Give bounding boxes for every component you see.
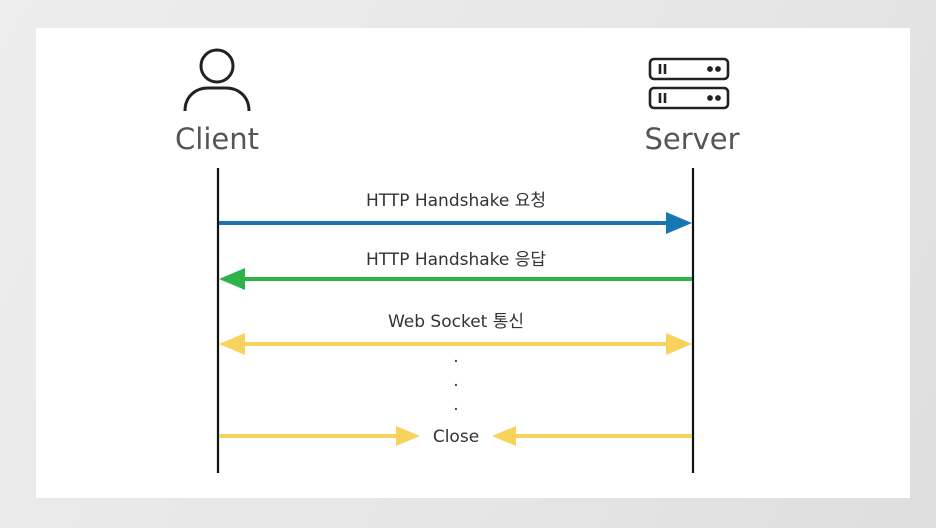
server-icon — [648, 57, 730, 110]
client-label: Client — [175, 122, 259, 156]
ellipsis-dot: . — [453, 371, 458, 391]
websocket-label: Web Socket 통신 — [388, 312, 524, 332]
ellipsis-dot: . — [453, 395, 458, 415]
sequence-diagram: Client Server HTTP Handshake 요청 — [175, 48, 740, 473]
handshake-response-arrow — [219, 268, 692, 290]
handshake-response-label: HTTP Handshake 응답 — [366, 250, 546, 270]
websocket-arrow — [219, 333, 692, 355]
close-left-arrow — [219, 426, 420, 446]
diagram-card: Client Server HTTP Handshake 요청 — [36, 28, 910, 498]
person-icon — [183, 48, 251, 112]
handshake-request-label: HTTP Handshake 요청 — [366, 191, 546, 211]
server-label: Server — [644, 122, 739, 156]
handshake-request-arrow — [219, 212, 692, 234]
close-right-arrow — [492, 426, 692, 446]
close-label: Close — [433, 427, 479, 447]
ellipsis-dot: . — [453, 347, 458, 367]
